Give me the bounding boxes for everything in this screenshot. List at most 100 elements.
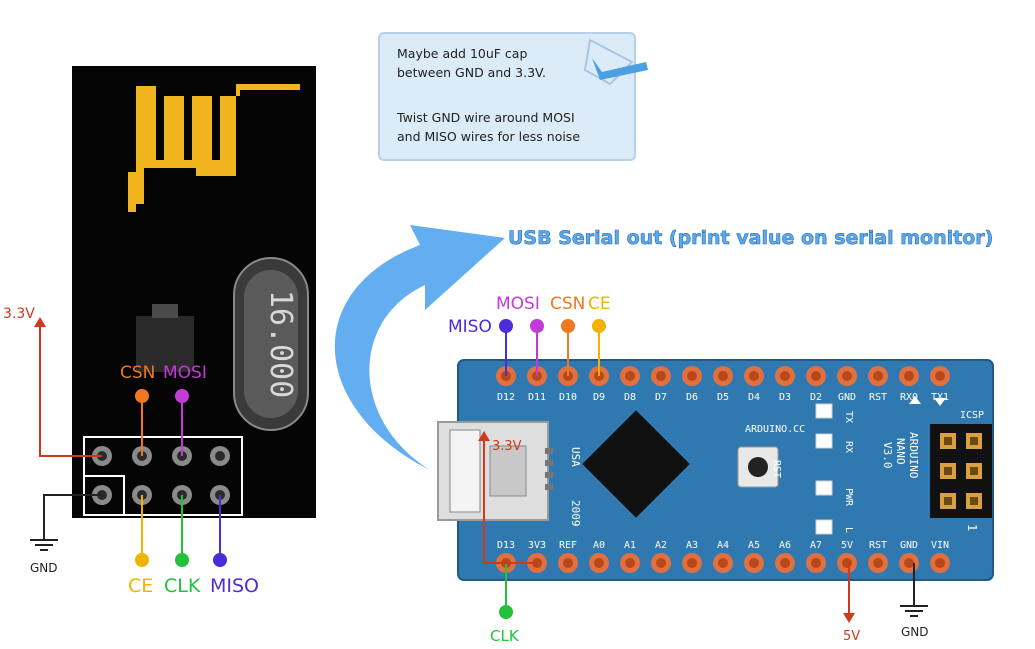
top-pin-label: D7 (655, 392, 667, 403)
nano-3v3-label: 3.3V (492, 439, 522, 454)
nrf-wires (30, 317, 227, 567)
bottom-pin (930, 553, 950, 573)
bottom-pin (589, 553, 609, 573)
model-line-3: V3.0 (881, 442, 894, 469)
top-pin (868, 366, 888, 386)
bottom-pin (744, 553, 764, 573)
bottom-pin (868, 553, 888, 573)
bottom-pin-label: GND (900, 540, 918, 551)
bottom-pin (837, 553, 857, 573)
usb-serial-arrow (334, 225, 505, 470)
top-pin-label: D2 (810, 392, 822, 403)
bottom-pin (713, 553, 733, 573)
top-pin-label: RST (869, 392, 887, 403)
top-pin (651, 366, 671, 386)
top-pin (806, 366, 826, 386)
top-pin (744, 366, 764, 386)
tx-triangle-icon (909, 396, 921, 404)
model-line-1: ARDUINO (907, 432, 920, 478)
top-pin (620, 366, 640, 386)
icsp-label: ICSP (960, 410, 984, 421)
top-pin (930, 366, 950, 386)
model-line-2: NANO (894, 438, 907, 465)
site-label: ARDUINO.CC (745, 424, 805, 435)
led-tx: TX (815, 403, 854, 423)
rst-label: RST (771, 460, 782, 478)
bottom-pin-label: A6 (779, 540, 791, 551)
nrf-clk-label: CLK (164, 575, 201, 597)
antenna-trace (128, 84, 300, 212)
bottom-pin-label: 3V3 (528, 540, 546, 551)
nrf-csn-label: CSN (120, 363, 155, 383)
regulator-chip (136, 316, 194, 372)
nrf-mosi-label: MOSI (163, 363, 207, 383)
nano-ce-label: CE (588, 294, 611, 314)
led-label: TX (843, 411, 854, 423)
check-icon (592, 58, 648, 80)
bottom-pin-label: A5 (748, 540, 760, 551)
bottom-pin (682, 553, 702, 573)
top-pin-label: D6 (686, 392, 698, 403)
top-pin (713, 366, 733, 386)
rx-triangle-icon (934, 398, 946, 406)
note-line-2: between GND and 3.3V. (397, 65, 546, 80)
nrf-pin (210, 446, 230, 466)
nano-clk-label: CLK (490, 627, 520, 645)
top-pin (682, 366, 702, 386)
bottom-pin-label: VIN (931, 540, 949, 551)
top-pin (775, 366, 795, 386)
icsp-header (930, 424, 992, 518)
top-pin-label: D12 (497, 392, 515, 403)
icsp-pin (940, 463, 956, 479)
top-pin (899, 366, 919, 386)
bottom-pin-label: A4 (717, 540, 729, 551)
icsp-pin (940, 433, 956, 449)
bottom-pin (651, 553, 671, 573)
bottom-pin-label: A3 (686, 540, 698, 551)
nrf-gnd-label: GND (30, 561, 58, 575)
mcu-chip (582, 410, 690, 518)
bottom-pin (806, 553, 826, 573)
bottom-pin (558, 553, 578, 573)
usa-label: USA (569, 447, 582, 467)
top-pin-label: D11 (528, 392, 546, 403)
bottom-pin-label: D13 (497, 540, 515, 551)
bottom-pin-label: A2 (655, 540, 667, 551)
bottom-pin-label: A1 (624, 540, 636, 551)
bottom-pin-label: 5V (841, 540, 853, 551)
nano-wires (478, 319, 928, 623)
note-box: Maybe add 10uF cap between GND and 3.3V.… (378, 32, 648, 161)
bottom-pin-label: REF (559, 540, 577, 551)
bottom-pin-label: A7 (810, 540, 822, 551)
led-pwr: PWR (815, 480, 854, 507)
icsp-pin (966, 463, 982, 479)
led-rx: RX (815, 433, 854, 453)
top-pin (837, 366, 857, 386)
usb-connector (437, 421, 553, 521)
icsp-pin (940, 493, 956, 509)
top-pin-label: D10 (559, 392, 577, 403)
nano-gnd-label: GND (901, 625, 929, 639)
pin-one-label: 1 (965, 524, 979, 531)
usb-serial-label: USB Serial out (print value on serial mo… (508, 227, 993, 249)
bottom-pin-label: RST (869, 540, 887, 551)
top-pin-label: RX0 (900, 392, 918, 403)
icsp-pin (966, 433, 982, 449)
nrf-miso-label: MISO (210, 575, 259, 597)
note-line-1: Maybe add 10uF cap (397, 46, 527, 61)
top-pin-label: D5 (717, 392, 729, 403)
nrf-ce-label: CE (128, 575, 153, 597)
led-label: L (843, 527, 854, 533)
top-pin-label: GND (838, 392, 856, 403)
top-pin-label: D4 (748, 392, 760, 403)
year-label: 2009 (569, 500, 582, 527)
top-pin-label: D3 (779, 392, 791, 403)
top-pin-label: D9 (593, 392, 605, 403)
nrf-3v3-label: 3.3V (3, 306, 35, 322)
bottom-pin-label: A0 (593, 540, 605, 551)
nano-csn-label: CSN (550, 294, 585, 314)
bottom-pin (620, 553, 640, 573)
nrf24-module: 16.000 (72, 66, 316, 518)
bottom-pin (899, 553, 919, 573)
